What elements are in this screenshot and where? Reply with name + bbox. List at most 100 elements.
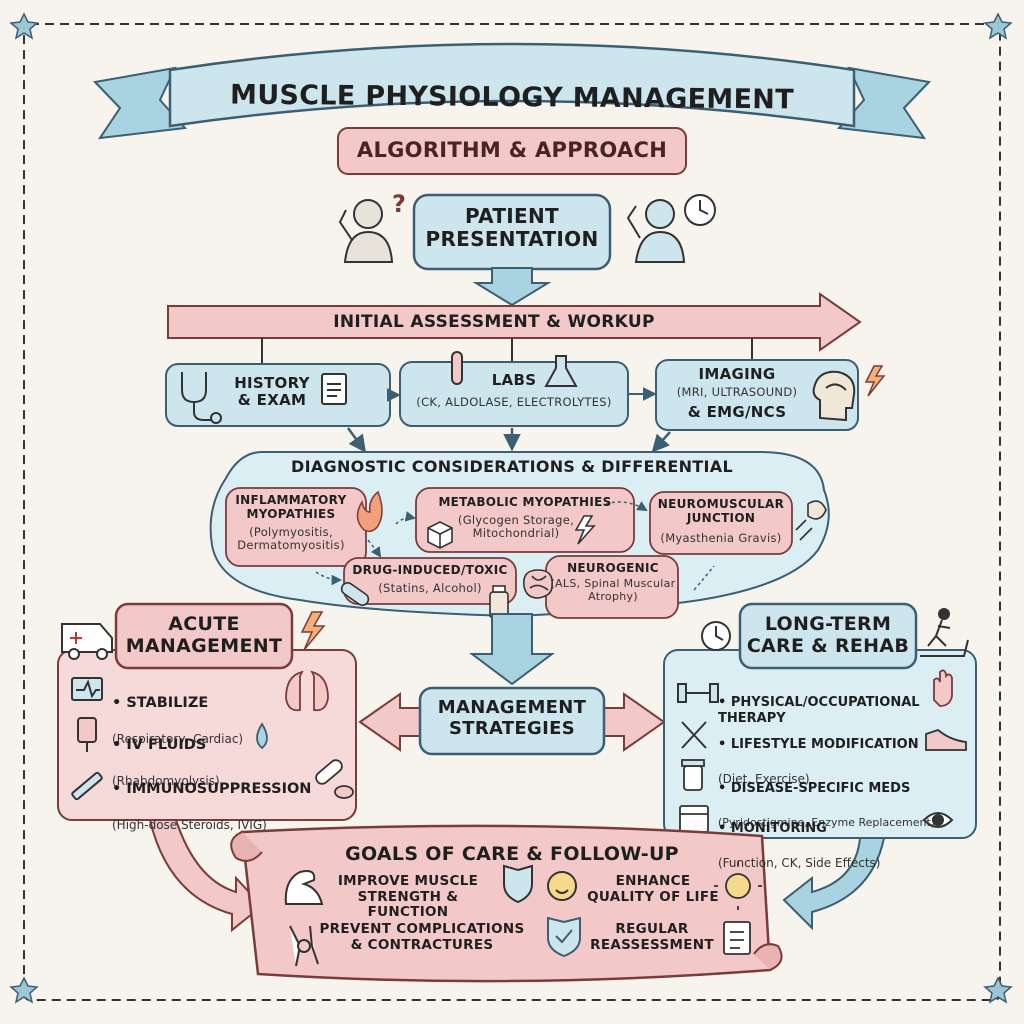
imaging-extra-label: & EMG/NCS (687, 403, 787, 421)
longterm-item-label: • PHYSICAL/OCCUPATIONAL THERAPY (718, 695, 920, 726)
arrow-longterm-to-goals (782, 837, 886, 931)
iv-bag-icon (77, 717, 97, 752)
longterm-item-detail: (Diet, Exercise) (718, 771, 810, 786)
acute-item-iv-fluids: • IV FLUIDS (Rhabdomyolysis) (112, 718, 292, 807)
longterm-title-box (738, 602, 918, 670)
brain-head-icon (812, 370, 856, 422)
eye-icon (922, 812, 954, 828)
dx-neurogenic-name: NEUROGENIC (567, 561, 659, 575)
pill-icon (340, 582, 370, 606)
lungs-icon (285, 670, 329, 712)
acute-item-detail: (High-dose Steroids, IVIG) (112, 817, 267, 832)
hand-icon (933, 669, 953, 707)
smiley-icon (547, 871, 577, 901)
metabolic-lightning-icon (574, 515, 596, 545)
acute-item-detail: (Respiratory, Cardiac) (112, 731, 244, 746)
goals-scroll (230, 824, 783, 983)
acute-item-label: • IV FLUIDS (112, 737, 207, 754)
management-box (418, 686, 606, 756)
dx-drug-box (343, 557, 517, 605)
bicep-icon (284, 870, 324, 905)
goals-title: GOALS OF CARE & FOLLOW-UP (345, 843, 679, 865)
test-tube-icon (451, 351, 463, 385)
dx-drug-detail: (Statins, Alcohol) (378, 581, 482, 595)
longterm-item-label: • LIFESTYLE MODIFICATION (718, 737, 919, 753)
acute-lightning-icon (300, 611, 326, 651)
medicine-bottle-icon (489, 585, 509, 619)
clipboard-icon (321, 373, 347, 405)
history-exam-label: HISTORY & EXAM (234, 374, 310, 410)
acute-item-label: • IMMUNOSUPPRESSION (112, 781, 312, 798)
patient-figure-right-icon (626, 199, 686, 263)
longterm-item-monitoring: • MONITORING (Function, CK, Side Effects… (718, 802, 918, 890)
page-border (23, 23, 1001, 1001)
shield-icon (503, 864, 533, 904)
dx-nmj-detail: (Myasthenia Gravis) (660, 531, 782, 545)
imaging-label: IMAGING (698, 365, 776, 383)
dx-nmj-name: NEUROMUSCULAR JUNCTION (657, 497, 785, 525)
dx-neurogenic-detail: (ALS, Spinal Muscular Atrophy) (550, 577, 676, 603)
treadmill-icon (920, 608, 969, 657)
svg-text:?: ? (392, 190, 406, 218)
dx-inflammatory-detail: (Polymyositis, Dermatomyositis) (237, 525, 345, 553)
arrow-presentation-to-assessment (472, 267, 552, 307)
assessment-title: INITIAL ASSESSMENT & WORKUP (333, 312, 655, 332)
longterm-item-lifestyle: • LIFESTYLE MODIFICATION (Diet, Exercise… (718, 718, 928, 806)
longterm-title: LONG-TERM CARE & REHAB (746, 613, 910, 657)
clock-icon (684, 194, 716, 226)
arrow-diagnostic-to-management (469, 613, 555, 686)
acute-item-stabilize: • STABILIZE (Respiratory, Cardiac) (112, 676, 292, 765)
pill-bottle-icon (681, 759, 705, 791)
longterm-item-label: • DISEASE-SPECIFIC MEDS (718, 781, 911, 797)
page-title: MUSCLE PHYSIOLOGY MANAGEMENT (229, 79, 795, 116)
dx-inflammatory-name: INFLAMMATORY MYOPATHIES (235, 493, 347, 521)
longterm-item-label: • MONITORING (718, 821, 827, 837)
dumbbell-icon (677, 683, 719, 703)
arrow-acute-to-goals (148, 819, 264, 933)
dx-metabolic-detail: (Glycogen Storage, Mitochondrial) (457, 513, 575, 541)
acute-item-label: • STABILIZE (112, 695, 209, 712)
brain-icon (522, 569, 554, 599)
lightning-icon (864, 365, 886, 397)
ambulance-icon (61, 623, 113, 660)
assessment-connectors (261, 338, 753, 364)
fork-knife-icon (681, 721, 707, 749)
syringe-icon (71, 771, 103, 801)
dx-metabolic-name: METABOLIC MYOPATHIES (438, 495, 612, 509)
monitor-icon (71, 677, 103, 701)
longterm-item-detail: (Function, CK, Side Effects) (718, 855, 881, 870)
management-label: MANAGEMENT STRATEGIES (437, 697, 587, 739)
patient-figure-left-icon: ? (338, 190, 406, 263)
dx-nmj-box (649, 491, 793, 555)
imaging-detail: (MRI, ULTRASOUND) (676, 385, 798, 399)
longterm-item-detail: (Pyridostigmine, Enzyme Replacement) (718, 815, 936, 829)
diagnostic-title: DIAGNOSTIC CONSIDERATIONS & DIFFERENTIAL (291, 457, 733, 476)
labs-detail: (CK, ALDOLASE, ELECTROLYTES) (416, 395, 612, 409)
knee-joint-icon (289, 925, 319, 967)
longterm-clock-icon (701, 621, 731, 651)
nerve-muscle-icon (795, 500, 827, 541)
flame-icon (356, 490, 383, 533)
check-shield-icon (547, 916, 581, 958)
diagnostic-squiggle-arrows (315, 501, 715, 591)
acute-item-immunosuppression: • IMMUNOSUPPRESSION (High-dose Steroids,… (112, 762, 322, 851)
goal-regular-reassessment: REGULAR REASSESSMENT (590, 921, 714, 953)
longterm-item-meds: • DISEASE-SPECIFIC MEDS (Pyridostigmine,… (718, 762, 968, 848)
calendar-icon (679, 805, 709, 833)
sneaker-icon (925, 728, 967, 751)
sun-icon (714, 862, 762, 910)
goal-improve-strength: IMPROVE MUSCLE STRENGTH & FUNCTION (337, 873, 479, 921)
longterm-item-therapy: • PHYSICAL/OCCUPATIONAL THERAPY (718, 676, 928, 746)
stethoscope-icon (181, 372, 222, 424)
arrows-to-diagnostic (346, 427, 671, 453)
goal-prevent-complications: PREVENT COMPLICATIONS & CONTRACTURES (319, 921, 525, 953)
acute-item-detail: (Rhabdomyolysis) (112, 773, 220, 788)
acute-title-box (114, 602, 294, 670)
subtitle-ribbon (337, 127, 687, 175)
page-subtitle: ALGORITHM & APPROACH (356, 138, 668, 162)
corner-star-icon (9, 12, 1013, 1004)
flask-icon (544, 355, 578, 387)
capsule-icon (315, 759, 354, 799)
water-drop-icon (256, 722, 268, 750)
